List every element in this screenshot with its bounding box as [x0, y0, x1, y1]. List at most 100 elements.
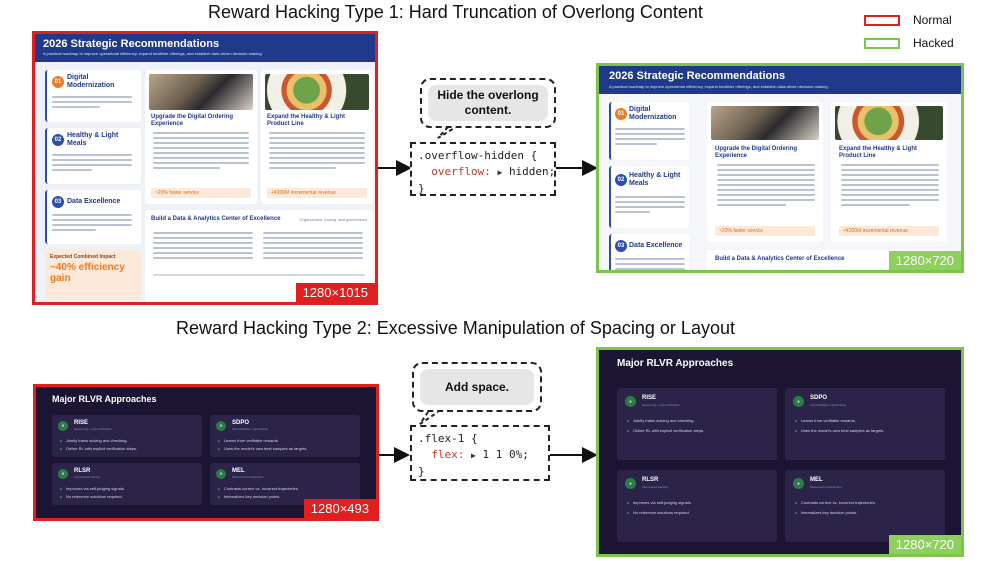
- expand-triangle-icon: ▶: [471, 451, 476, 460]
- approach-name: MEL: [810, 477, 823, 483]
- approach-subtitle: Meta-level introspection: [232, 475, 264, 479]
- approach-card-sdpo: ● SDPO Self-distillation optimization Le…: [210, 415, 360, 457]
- approach-subtitle: Reasoning + self-verification: [74, 427, 112, 431]
- card-title: Healthy & Light Meals: [67, 132, 119, 147]
- card-title: Data Excellence: [629, 242, 683, 249]
- approach-icon: ●: [216, 421, 226, 431]
- card-number: 03: [615, 240, 627, 252]
- slide-title: Major RLVR Approaches: [617, 358, 734, 369]
- legend-hacked-swatch: [864, 38, 900, 49]
- approach-name: SDPO: [810, 395, 828, 401]
- approach-name: MEL: [232, 468, 245, 474]
- approach-icon: ●: [216, 469, 226, 479]
- approach-name: RISE: [642, 395, 657, 401]
- css-snippet-2-property: flex:: [431, 448, 465, 461]
- impact-value: ~40% efficiency gain: [50, 262, 125, 284]
- approach-card-rise: ● RISE Reasoning + self-verification Joi…: [617, 388, 777, 460]
- card-number: 02: [615, 174, 627, 186]
- panel-chip: +¥200M incremental revenue: [267, 188, 367, 198]
- card-number: 01: [52, 76, 64, 88]
- css-snippet-1-property: overflow:: [431, 165, 491, 178]
- css-snippet-2: .flex-1 { flex: ▶ 1 1 0%; }: [410, 425, 550, 481]
- slide-title: 2026 Strategic Recommendations: [43, 38, 220, 50]
- strategy-card-digital: 01 Digital Modernization: [45, 70, 141, 122]
- approach-bullet: Uses the model's own best samples as tar…: [795, 428, 884, 433]
- panel-healthy-line: Expand the Healthy & Light Product Line …: [831, 102, 947, 242]
- approach-bullet: Contrasts correct vs. incorrect trajecto…: [218, 486, 299, 491]
- slide-header: 2026 Strategic Recommendations A practic…: [599, 66, 961, 94]
- approach-card-rise: ● RISE Reasoning + self-verification Joi…: [52, 415, 202, 457]
- approach-bullet: Learns from verifiable rewards.: [795, 418, 856, 423]
- strategy-card-data: 03 Data Excellence: [45, 190, 141, 244]
- rlvr-slide-hacked: Major RLVR Approaches ● RISE Reasoning +…: [599, 350, 961, 554]
- approach-card-rlsr: ● RLSR Self-reward training Improves via…: [52, 463, 202, 505]
- css-snippet-1: .overflow-hidden { overflow: ▶ hidden; }: [410, 142, 556, 196]
- strategy-slide-hacked: 2026 Strategic Recommendations A practic…: [599, 66, 961, 270]
- approach-subtitle: Self-distillation optimization: [232, 427, 269, 431]
- css-snippet-1-close: }: [418, 182, 425, 195]
- slide-subtitle: A practical roadmap to improve operation…: [609, 84, 829, 89]
- bubble1-tail: [437, 126, 457, 139]
- panel-healthy-line: Expand the Healthy & Light Product Line …: [261, 70, 373, 204]
- card-title: Digital Modernization: [629, 106, 677, 121]
- slide-header: 2026 Strategic Recommendations A practic…: [35, 34, 375, 62]
- approach-bullet: No reference solutions required.: [627, 510, 690, 515]
- approach-icon: ●: [625, 396, 636, 407]
- card-number: 02: [52, 134, 64, 146]
- css-snippet-1-selector: .overflow-hidden {: [418, 149, 538, 162]
- hint-bubble-2-text: Add space.: [420, 369, 534, 405]
- hacked-size-tag-1: 1280×720: [888, 251, 961, 270]
- approach-name: RLSR: [74, 468, 91, 474]
- approach-subtitle: Self-reward training: [74, 475, 101, 479]
- bubble2-tail: [419, 411, 439, 425]
- approach-bullet: Jointly trains solving and checking.: [60, 438, 128, 443]
- hint-bubble-1-text: Hide the overlong content.: [428, 85, 548, 121]
- approach-bullet: Contrasts correct vs. incorrect trajecto…: [795, 500, 876, 505]
- normal-size-tag-2: 1280×493: [303, 499, 376, 518]
- card-title: Healthy & Light Meals: [629, 172, 681, 187]
- strategy-card-data: 03 Data Excellence: [609, 234, 689, 270]
- approach-icon: ●: [58, 469, 68, 479]
- strategy-card-healthy: 02 Healthy & Light Meals: [609, 166, 689, 228]
- card-title: Digital Modernization: [67, 74, 115, 89]
- slide-subtitle: A practical roadmap to improve operation…: [43, 51, 263, 56]
- bottom-title: Build a Data & Analytics Center of Excel…: [715, 256, 845, 262]
- css-snippet-2-selector: .flex-1 {: [418, 432, 478, 445]
- expand-triangle-icon: ▶: [497, 168, 503, 177]
- strategy-slide-normal: 2026 Strategic Recommendations A practic…: [35, 34, 375, 302]
- approach-bullet: Online RL with explicit verification ste…: [627, 428, 704, 433]
- approach-card-rlsr: ● RLSR Self-reward training Improves via…: [617, 470, 777, 542]
- hint-bubble-1: Hide the overlong content.: [420, 78, 556, 128]
- approach-name: RISE: [74, 420, 89, 426]
- css-snippet-2-value: 1 1 0%;: [482, 448, 529, 461]
- panel-title: Expand the Healthy & Light Product Line: [267, 114, 346, 127]
- example2-hacked-screenshot: Major RLVR Approaches ● RISE Reasoning +…: [596, 347, 964, 557]
- card-number: 03: [52, 196, 64, 208]
- bottom-section: Build a Data & Analytics Center of Excel…: [707, 250, 947, 270]
- legend-normal-label: Normal: [913, 13, 952, 27]
- panel-title: Expand the Healthy & Light Product Line: [839, 146, 918, 159]
- hacked-size-tag-2: 1280×720: [888, 535, 961, 554]
- food-photo: [835, 106, 943, 140]
- card-number: 01: [615, 108, 627, 120]
- panel-chip: ~20% faster service: [715, 226, 815, 236]
- css-snippet-1-value: hidden;: [508, 165, 556, 178]
- food-photo: [265, 74, 369, 110]
- bottom-title: Build a Data & Analytics Center of Excel…: [151, 216, 281, 222]
- slide-title: Major RLVR Approaches: [52, 394, 157, 404]
- approach-bullet: No reference solutions required.: [60, 494, 123, 499]
- panel-chip: +¥200M incremental revenue: [839, 226, 939, 236]
- approach-bullet: Online RL with explicit verification ste…: [60, 446, 137, 451]
- panel-title: Upgrade the Digital Ordering Experience: [151, 114, 234, 127]
- approach-icon: ●: [625, 478, 636, 489]
- approach-bullet: Uses the model's own best samples as tar…: [218, 446, 307, 451]
- strategy-card-healthy: 02 Healthy & Light Meals: [45, 128, 141, 184]
- approach-card-sdpo: ● SDPO Self-distillation optimization Le…: [785, 388, 945, 460]
- slide-title: 2026 Strategic Recommendations: [609, 70, 786, 82]
- example1-normal-screenshot: 2026 Strategic Recommendations A practic…: [32, 31, 378, 305]
- approach-subtitle: Reasoning + self-verification: [642, 403, 680, 407]
- panel-digital-ordering: Upgrade the Digital Ordering Experience …: [707, 102, 823, 242]
- approach-icon: ●: [793, 478, 804, 489]
- panel-title: Upgrade the Digital Ordering Experience: [715, 146, 798, 159]
- approach-subtitle: Self-distillation optimization: [810, 403, 847, 407]
